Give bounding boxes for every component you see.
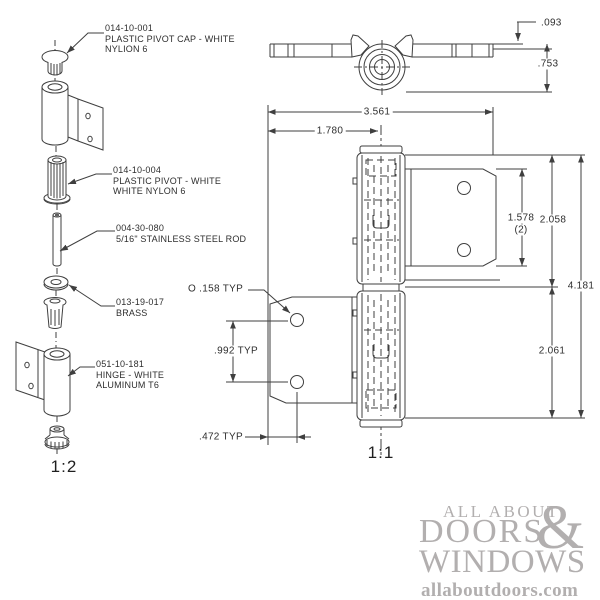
upper-flag-plate (404, 154, 585, 288)
scale-label-exploded: 1:2 (50, 457, 78, 476)
logo-website: allaboutdoors.com (421, 580, 579, 600)
part-desc: HINGE - WHITE (96, 369, 165, 380)
logo-doors: DOORS (419, 513, 545, 550)
dim-flag-height: 1.578 (505, 212, 537, 224)
part-hinge-lower (15, 341, 71, 417)
lower-flag-plate (269, 296, 358, 404)
part-number: 004-30-080 (116, 223, 165, 233)
logo-all-about: ALL ABOUT (443, 502, 560, 521)
part-desc: 5/16" STAINLESS STEEL ROD (116, 233, 247, 244)
hinge-barrel (352, 145, 406, 428)
part-desc: BRASS (116, 307, 148, 318)
part-label-pivot-cap: 014-10-001 PLASTIC PIVOT CAP - WHITE NYL… (105, 23, 235, 55)
dim-total-width: 3.561 (361, 106, 393, 118)
part-desc: PLASTIC PIVOT CAP - WHITE (105, 33, 235, 44)
dim-lower-height: 2.061 (536, 345, 568, 357)
dim-upper-height: 2.058 (537, 214, 569, 226)
part-washer (43, 275, 69, 291)
exploded-view (15, 32, 115, 456)
left-dims (226, 289, 311, 443)
scale-label-front: 1:1 (367, 443, 395, 462)
dim-hole-spacing: .992 TYP (212, 345, 260, 357)
dim-hole-edge: .472 TYP (197, 431, 245, 443)
part-plastic-pivot (43, 155, 71, 205)
part-label-brass: 013-19-017 BRASS (116, 297, 164, 318)
company-logo: ALL ABOUT DOORS & WINDOWS allaboutdoors.… (413, 496, 600, 600)
part-number: 014-10-001 (105, 23, 154, 33)
logo-ampersand: & (536, 494, 585, 562)
part-label-hinge: 051-10-181 HINGE - WHITE ALUMINUM T6 (96, 359, 164, 391)
part-hinge-upper (41, 80, 104, 151)
part-number: 014-10-004 (113, 165, 162, 175)
part-knurled-cap (44, 425, 70, 450)
hidden-lines-upper (364, 156, 399, 282)
logo-windows: WINDOWS (419, 544, 586, 580)
dim-pivot-to-edge: 1.780 (314, 125, 346, 137)
dim-flag-qty: (2) (512, 224, 530, 236)
front-view (226, 105, 585, 458)
part-label-steel-rod: 004-30-080 5/16" STAINLESS STEEL ROD (116, 223, 246, 244)
dim-total-height: 4.181 (565, 280, 597, 292)
dim-offset: .093 (539, 17, 564, 29)
part-label-plastic-pivot: 014-10-004 PLASTIC PIVOT - WHITE WHITE N… (113, 165, 221, 197)
dim-hole-diameter: O .158 TYP (186, 283, 246, 295)
top-view (269, 21, 552, 95)
part-desc: PLASTIC PIVOT - WHITE (113, 175, 222, 186)
part-material: NYLION 6 (105, 44, 148, 54)
part-number: 013-19-017 (116, 297, 165, 307)
part-material: WHITE NYLON 6 (113, 186, 186, 196)
part-steel-rod (52, 212, 62, 267)
part-pivot-cap (41, 50, 69, 76)
dim-height-top-view: .753 (535, 58, 561, 70)
part-number: 051-10-181 (96, 359, 145, 369)
part-material: ALUMINUM T6 (96, 380, 160, 390)
part-brass-bushing (43, 297, 67, 329)
leader-lines (59, 32, 115, 377)
hidden-lines-lower (364, 294, 399, 416)
